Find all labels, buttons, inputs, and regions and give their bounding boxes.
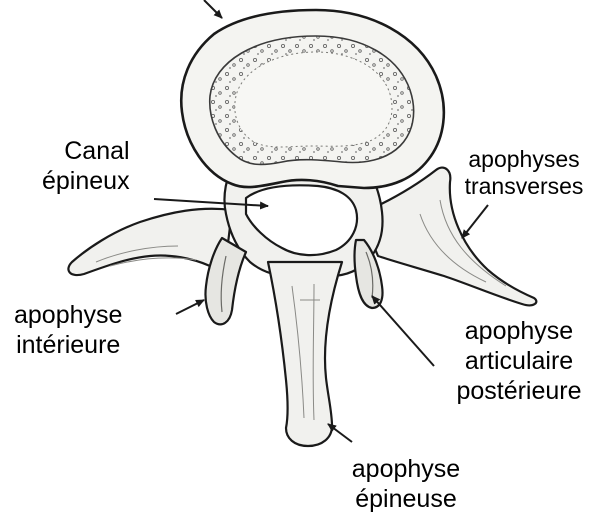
label-posterior-articular-process-line2: articulaire <box>430 346 608 376</box>
label-transverse-processes-line1: apophyses <box>440 146 608 173</box>
arrow-transverse-processes <box>462 205 488 238</box>
left-transverse-process <box>68 209 232 275</box>
arrow-inferior-process <box>176 300 204 314</box>
arrow-vertebral-body <box>204 0 222 18</box>
label-inferior-process: apophyse intérieure <box>14 300 122 360</box>
label-posterior-articular-process-line3: postérieure <box>430 376 608 406</box>
label-spinal-canal-line2: épineux <box>42 166 130 196</box>
label-spinal-canal: Canal épineux <box>42 136 130 196</box>
label-spinous-process: apophyse épineuse <box>316 454 496 514</box>
label-transverse-processes: apophyses transverses <box>440 146 608 200</box>
label-spinous-process-line1: apophyse <box>316 454 496 484</box>
label-spinous-process-line2: épineuse <box>316 484 496 514</box>
label-transverse-processes-line2: transverses <box>440 173 608 200</box>
label-posterior-articular-process-line1: apophyse <box>430 316 608 346</box>
arrow-articular-process <box>372 296 434 366</box>
label-spinal-canal-line1: Canal <box>42 136 130 166</box>
spinous-process <box>268 262 342 446</box>
label-inferior-process-line1: apophyse <box>14 300 122 330</box>
label-inferior-process-line2: intérieure <box>14 330 122 360</box>
label-posterior-articular-process: apophyse articulaire postérieure <box>430 316 608 406</box>
